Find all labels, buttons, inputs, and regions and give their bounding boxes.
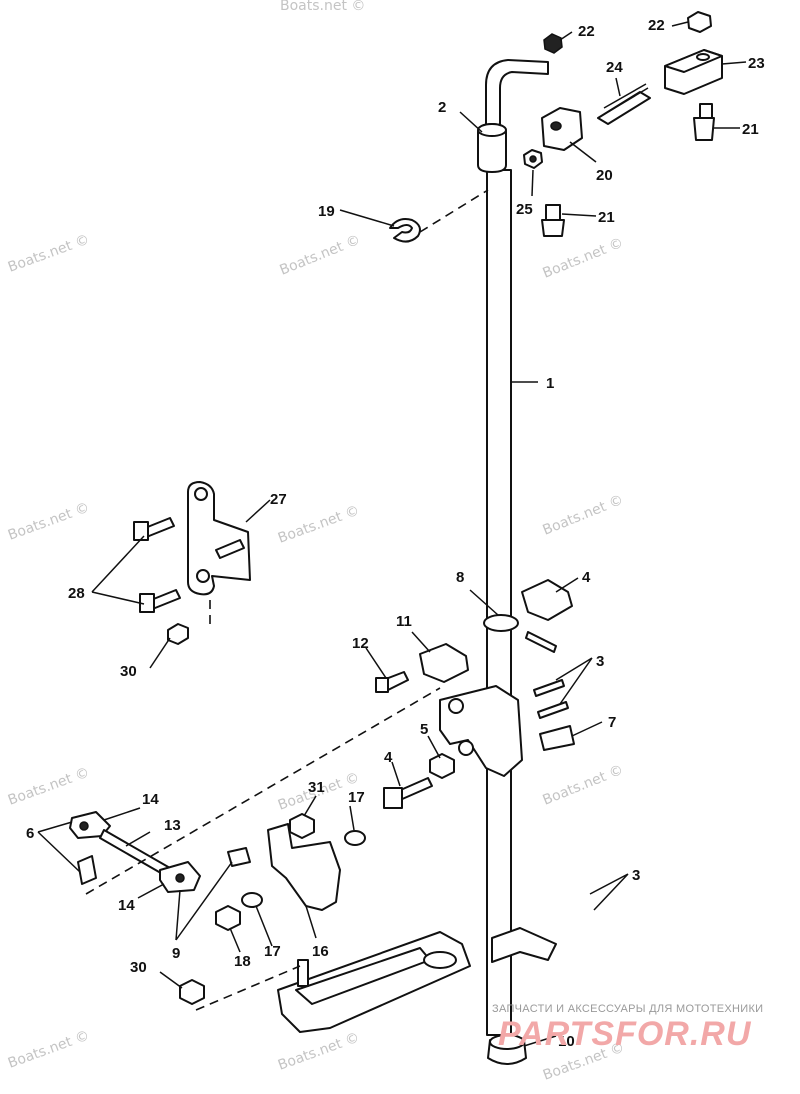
callout-30: 30	[120, 663, 137, 680]
nut-part-30-lower	[179, 979, 205, 1005]
nut-22-top	[687, 11, 712, 33]
callout-25: 25	[516, 201, 533, 218]
pin-part-3b	[533, 679, 565, 697]
clamp-part-11	[419, 643, 469, 683]
callout-30: 30	[130, 959, 147, 976]
callout-17: 17	[348, 789, 365, 806]
callout-24: 24	[606, 59, 623, 76]
callout-22: 22	[648, 17, 665, 34]
watermark: Boats.net ©	[276, 1030, 362, 1074]
callout-28: 28	[68, 585, 85, 602]
callout-19: 19	[318, 203, 335, 220]
nut-22	[543, 33, 563, 54]
stud-part-6	[77, 855, 97, 885]
callout-14: 14	[118, 897, 135, 914]
callout-21: 21	[742, 121, 759, 138]
callout-20: 20	[596, 167, 613, 184]
watermark: Boats.net ©	[6, 765, 92, 809]
callout-17: 17	[264, 943, 281, 960]
watermark: Boats.net ©	[6, 1028, 92, 1072]
callout-6: 6	[26, 825, 34, 842]
nut-30-upper	[167, 623, 189, 645]
clip-part-19	[389, 218, 421, 243]
watermark: Boats.net ©	[276, 503, 362, 547]
screw-28-top	[133, 521, 149, 541]
plate-part-16	[267, 823, 341, 911]
pin-part-3c	[537, 701, 569, 719]
callout-8: 8	[456, 569, 464, 586]
callout-4: 4	[384, 749, 393, 766]
nut-part-18	[215, 905, 241, 931]
rod-part-13	[99, 829, 171, 877]
brand-logo: PARTSFOR.RU	[498, 1015, 752, 1053]
callout-1: 1	[546, 375, 554, 392]
watermark: Boats.net ©	[278, 232, 363, 279]
stud-part-7	[539, 725, 575, 751]
callout-31: 31	[308, 779, 325, 796]
callout-12: 12	[352, 635, 369, 652]
callout-4: 4	[582, 569, 591, 586]
washer-part-17-bottom	[241, 892, 263, 908]
shaft-part-1	[477, 59, 549, 1036]
callout-18: 18	[234, 953, 251, 970]
brand-tagline: ЗАПЧАСТИ И АКСЕССУАРЫ ДЛЯ МОТОТЕХНИКИ	[492, 1003, 763, 1015]
watermark: Boats.net ©	[280, 0, 365, 14]
bottom-bracket	[277, 927, 557, 1065]
callout-9: 9	[172, 945, 180, 962]
watermark: Boats.net ©	[541, 235, 626, 282]
callout-21: 21	[598, 209, 615, 226]
nut-part-5	[429, 753, 455, 779]
brand-overlay: ЗАПЧАСТИ И АКСЕССУАРЫ ДЛЯ МОТОТЕХНИКИ PA…	[492, 1003, 763, 1053]
callout-7: 7	[608, 714, 616, 731]
callout-22: 22	[578, 23, 595, 40]
callout-2: 2	[438, 99, 446, 116]
nut-part-31	[289, 813, 315, 839]
callout-14: 14	[142, 791, 159, 808]
callout-labels: 1 2 3 3 4 4 5 6 7 8 9 10 11 12 13 14 14 …	[26, 17, 765, 1050]
callout-27: 27	[270, 491, 287, 508]
clamp-20	[541, 107, 583, 151]
bracket-part-27	[133, 481, 251, 645]
callout-3: 3	[596, 653, 604, 670]
watermark: Boats.net ©	[6, 500, 92, 544]
lower-linkage	[69, 811, 366, 1005]
watermark: Boats.net ©	[6, 232, 92, 276]
callout-13: 13	[164, 817, 181, 834]
callout-23: 23	[748, 55, 765, 72]
leader-lines	[37, 21, 747, 1047]
top-hardware	[523, 11, 723, 237]
callout-16: 16	[312, 943, 329, 960]
callout-11: 11	[396, 613, 412, 630]
watermark: Boats.net ©	[541, 762, 626, 809]
stud-part-9	[227, 847, 251, 867]
callout-3: 3	[632, 867, 640, 884]
washer-part-17-top	[344, 830, 366, 846]
callout-10: 10	[558, 1033, 575, 1050]
watermark: Boats.net ©	[541, 492, 626, 539]
collar-part-8	[483, 614, 519, 632]
alignment-lines	[85, 189, 489, 1011]
callout-5: 5	[420, 721, 428, 738]
pin-part-3a	[525, 631, 557, 653]
